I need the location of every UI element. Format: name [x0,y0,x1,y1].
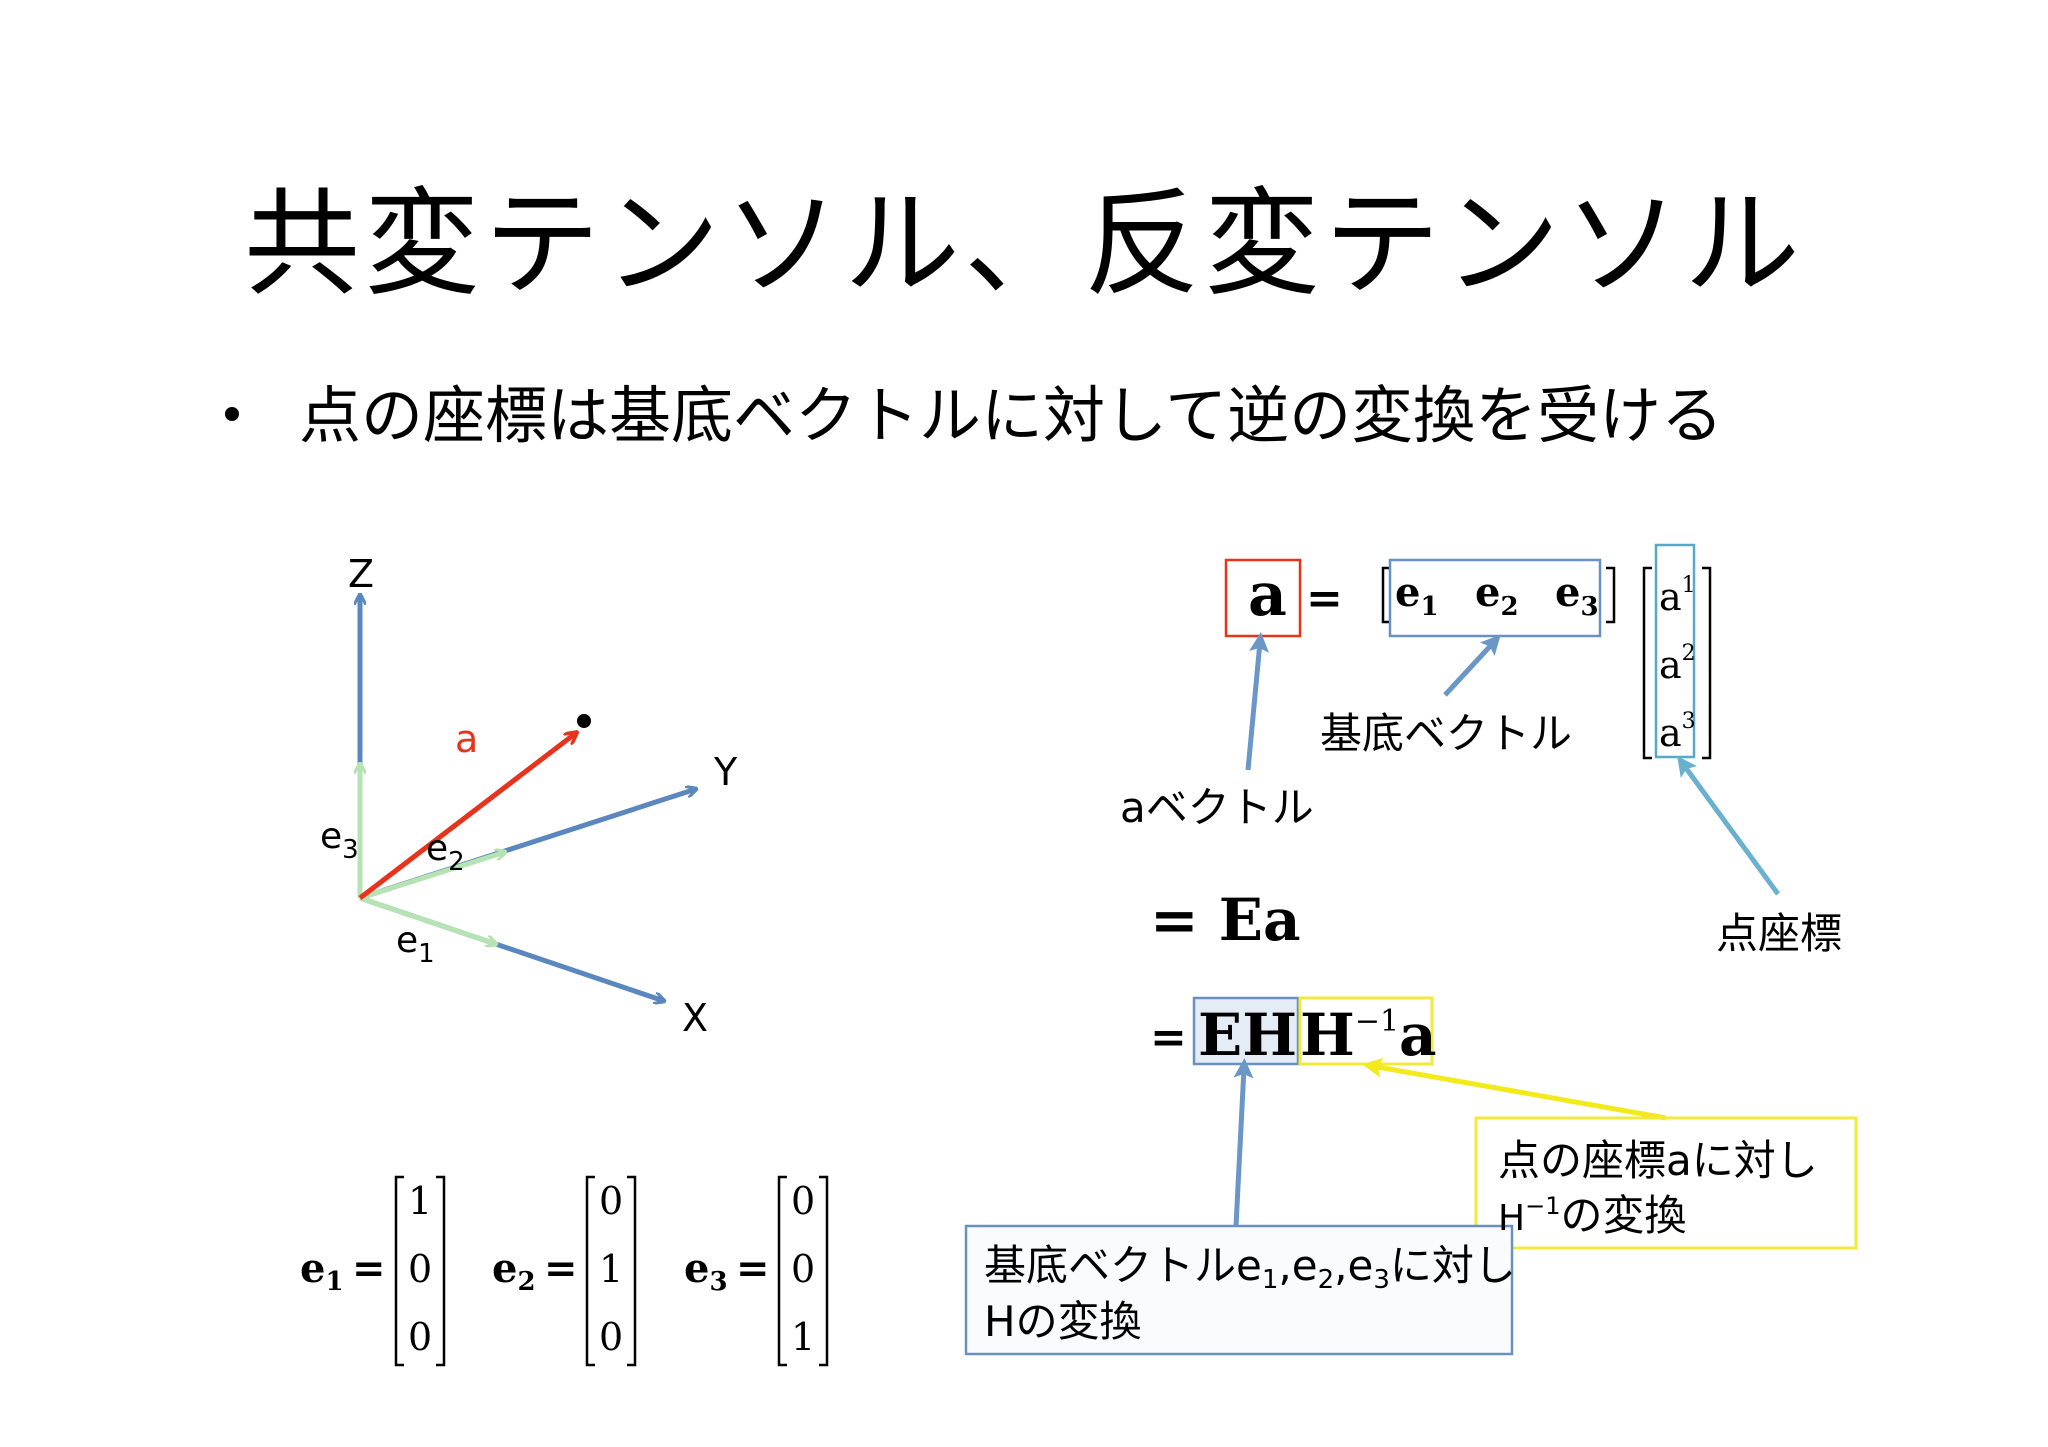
svg-text:H−1の変換: H−1の変換 [1498,1191,1686,1240]
point-dot [577,714,591,728]
basis-row: e1 e2 e3 [1395,569,1599,622]
basis-definition-e1: e1 = 1 0 0 [300,1175,446,1367]
svg-text:e1: e1 [1395,569,1439,622]
svg-text:=: = [352,1245,386,1292]
e2-label: e2 [426,828,465,877]
svg-text:0: 0 [791,1247,815,1291]
svg-text:基底ベクトルe1,e2,e3に対し: 基底ベクトルe1,e2,e3に対し [984,1241,1516,1295]
e3-label: e3 [320,816,359,865]
svg-text:1: 1 [408,1179,432,1223]
yellow-note-box [1474,1116,1858,1250]
equation-line2: = Ea [1150,886,1301,954]
basis-vector-label: 基底ベクトル [1320,709,1572,758]
svg-text:0: 0 [791,1179,815,1223]
e2-vector [359,852,505,901]
svg-text:e2: e2 [1475,569,1519,622]
svg-text:1: 1 [791,1315,815,1359]
basis-definition-e3: e3 = 0 0 1 [684,1175,829,1367]
z-axis-label: Z [348,552,374,596]
svg-text:=: = [736,1245,770,1292]
basis-row-brackets [1381,566,1616,624]
basis-definition-e2: e2 = 0 1 0 [492,1175,637,1367]
svg-text:Hの変換: Hの変換 [984,1297,1142,1346]
svg-text:a1: a1 [1659,573,1696,619]
bullet-dot-icon [225,406,239,421]
svg-text:e3: e3 [684,1245,728,1297]
basis-pointer-arrow [1443,634,1501,697]
y-axis-label: Y [713,750,738,794]
bullet-text: 点の座標は基底ベクトルに対して逆の変換を受ける [299,379,1724,452]
x-axis-label: X [682,996,708,1040]
slide-title: 共変テンソル、反変テンソル [244,177,1804,312]
coords-pointer-arrow [1677,755,1781,896]
yellow-note-text: 点の座標aに対し H−1の変換 [1498,1136,1818,1240]
eh-pointer-arrow [1233,1058,1254,1227]
eh-highlight-box [1192,996,1300,1066]
hinv-pointer-arrow [1362,1057,1667,1121]
svg-text:a3: a3 [1659,709,1696,755]
svg-text:0: 0 [599,1315,623,1359]
svg-text:点の座標aに対し: 点の座標aに対し [1498,1136,1818,1185]
svg-text:e2: e2 [492,1245,536,1297]
equation-lhs: a [1248,560,1287,630]
equation-line3-hinv: H−1a [1300,1001,1437,1069]
equation-equals: = [1306,573,1343,624]
a-vector-text-label: aベクトル [1120,783,1314,832]
coords-brackets [1642,566,1712,760]
equation-line3-equals: = [1150,1012,1187,1063]
point-coords-label: 点座標 [1716,909,1842,958]
coords-highlight-box [1654,543,1696,759]
e1-vector [359,895,496,944]
blue-note-text: 基底ベクトルe1,e2,e3に対し Hの変換 [984,1241,1516,1346]
a-vector-label: a [455,717,478,761]
bullet-point: 点の座標は基底ベクトルに対して逆の変換を受ける [225,365,1723,455]
svg-text:a2: a2 [1659,641,1696,687]
svg-text:e3: e3 [1555,569,1599,622]
equation-line3-eh: EH [1198,1001,1297,1069]
svg-text:1: 1 [599,1247,623,1291]
svg-text:0: 0 [408,1315,432,1359]
a-vector-pointer-arrow [1245,632,1270,771]
a-vector [358,733,576,900]
svg-text:0: 0 [408,1247,432,1291]
coords-column: a1 a2 a3 [1659,573,1696,755]
svg-text:e1: e1 [300,1245,344,1297]
svg-text:0: 0 [599,1179,623,1223]
blue-note-box [964,1224,1514,1356]
e1-label: e1 [396,920,435,969]
svg-text:=: = [544,1245,578,1292]
